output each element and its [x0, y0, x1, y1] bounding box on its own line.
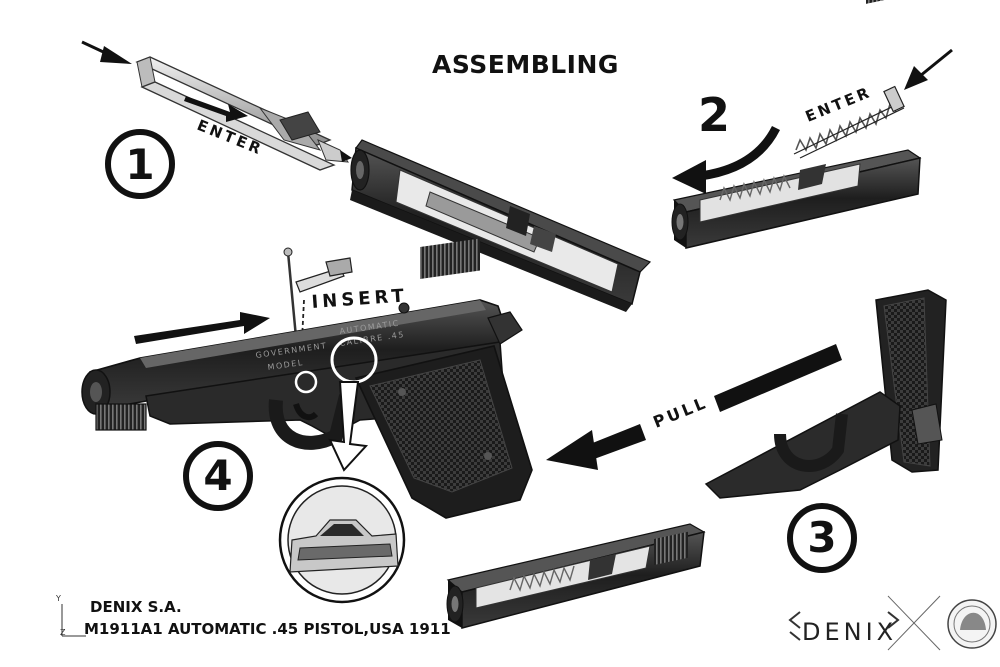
step-1-number: 1 [125, 140, 154, 189]
model-description: M1911A1 AUTOMATIC .45 PISTOL,USA 1911 [84, 620, 451, 638]
step-3-number: 3 [807, 513, 836, 562]
page-title: ASSEMBLING [432, 50, 619, 79]
step-3-action-label: PULL [650, 393, 710, 432]
frame-without-slide [704, 289, 947, 499]
pistol-hammer [487, 311, 523, 345]
step-2-number: 2 [698, 88, 730, 142]
company-name: DENIX S.A. [90, 598, 182, 616]
detail-pointer-arrow [328, 381, 369, 472]
step-4-group: INSERT [81, 238, 533, 604]
zoom-detail [278, 476, 406, 604]
denix-seal-icon [947, 599, 997, 649]
denix-logo-frame [788, 595, 941, 651]
step-2-action-label: ENTER [803, 83, 875, 126]
step-3-pull-arrow [546, 344, 842, 470]
axis-z-label: Z [60, 628, 66, 637]
step-4-circle [183, 441, 253, 511]
barrel-bushing [81, 369, 147, 431]
step-4-number: 4 [203, 451, 232, 500]
step-1-group: ENTER [81, 40, 652, 312]
brand-logo: DENIX [802, 618, 898, 646]
step-1-circle [105, 129, 175, 199]
axis-y-label: Y [56, 594, 61, 603]
slide-step-2 [671, 0, 922, 249]
step-4-action-label: INSERT [311, 285, 409, 313]
guide-rod [135, 56, 352, 171]
step-4-insert-arrow [134, 312, 270, 344]
step-2-curved-arrow [672, 125, 781, 194]
step-3-circle [787, 503, 857, 573]
step-2-insert-arrow [904, 48, 953, 90]
slide-step-1 [350, 139, 652, 312]
step-1-insert-arrow [81, 40, 132, 64]
recoil-spring [793, 85, 905, 159]
slide-step-3 [446, 523, 706, 629]
pistol-grip [354, 345, 533, 519]
axis-indicator [61, 604, 86, 637]
